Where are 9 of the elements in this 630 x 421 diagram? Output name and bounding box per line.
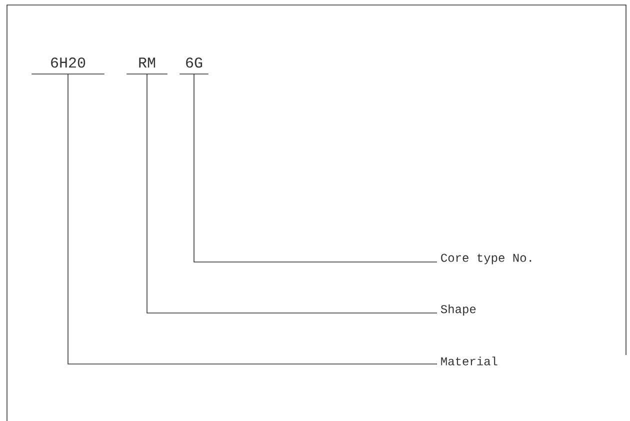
leader-line — [146, 74, 438, 314]
underlined-code: 6G — [179, 58, 209, 74]
part-label: Shape — [440, 304, 476, 316]
leader-line — [194, 74, 438, 262]
underlined-code: RM — [126, 58, 168, 74]
underlined-code: 6H20 — [31, 58, 105, 74]
part-label: Material — [441, 356, 498, 366]
leader-line — [68, 74, 438, 364]
part-label: Core type No. — [441, 254, 532, 264]
